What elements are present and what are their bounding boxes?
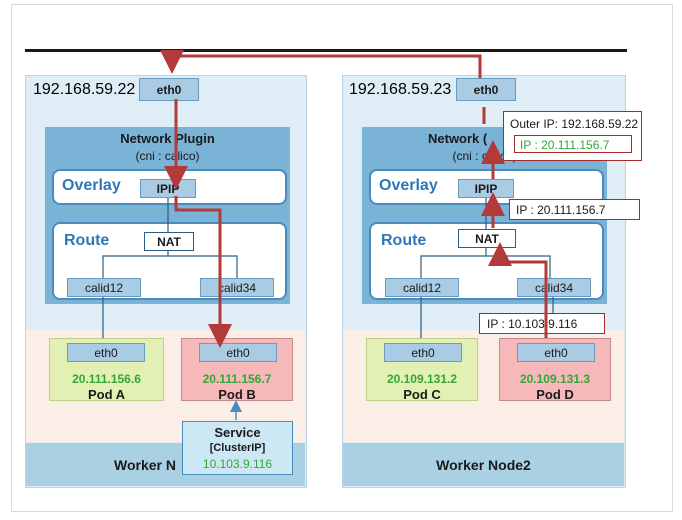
node-1-nat-calid34-link: [168, 255, 238, 279]
node-2-route-label: Route: [381, 232, 427, 249]
pod-d: eth0 20.109.131.3 Pod D: [499, 338, 611, 402]
node-1-eth0: eth0: [139, 78, 199, 101]
node-1-nat: NAT: [144, 232, 194, 251]
node-2-eth0: eth0: [456, 78, 516, 101]
pod-b-eth0: eth0: [199, 343, 277, 362]
physical-network-bus: [25, 49, 627, 52]
node-2-nat-calid12-link: [420, 246, 487, 279]
pod-a-eth0: eth0: [67, 343, 145, 362]
pod-c-name: Pod C: [403, 387, 441, 402]
node-1-overlay-label: Overlay: [62, 177, 121, 194]
node-2-ipip: IPIP: [458, 179, 514, 198]
node-1-ipip: IPIP: [140, 179, 196, 198]
pod-b: eth0 20.111.156.7 Pod B: [181, 338, 293, 402]
pod-d-ip: 20.109.131.3: [519, 372, 591, 386]
pod-b-name: Pod B: [218, 387, 256, 402]
pod-d-name: Pod D: [536, 387, 574, 402]
node-1-nat-calid12-link: [102, 249, 169, 279]
node-1-plugin-cni: (cni : calico): [135, 149, 200, 163]
callout-outer-ip: Outer IP: 192.168.59.22 IP : 20.111.156.…: [503, 111, 642, 161]
node-1-plugin-title: Network Plugin: [120, 131, 215, 146]
node-2-calid34: calid34: [517, 278, 591, 297]
node-2-nat: NAT: [458, 229, 516, 248]
pod-a-ip: 20.111.156.6: [72, 372, 141, 386]
service-title: Service: [214, 425, 261, 440]
node-1-calid34: calid34: [200, 278, 274, 297]
pod-b-ip: 20.111.156.7: [202, 372, 272, 386]
pod-c-ip: 20.109.131.2: [386, 372, 458, 386]
service-ip: 10.103.9.116: [202, 457, 273, 471]
service-clusterip: Service [ClusterIP] 10.103.9.116: [182, 421, 293, 475]
node-2-overlay-label: Overlay: [379, 177, 438, 194]
node-1-route-label: Route: [64, 232, 110, 249]
pod-d-eth0: eth0: [517, 343, 595, 362]
node-2-nat-calid34-link: [486, 255, 551, 279]
node-2-calid12: calid12: [385, 278, 459, 297]
pod-a-name: Pod A: [87, 387, 126, 402]
callout-outer-ip-text: Outer IP: 192.168.59.22: [510, 117, 639, 131]
node-2-plugin-title: Network (: [428, 131, 488, 146]
pod-c: eth0 20.109.131.2 Pod C: [366, 338, 478, 402]
pod-a: eth0 20.111.156.6 Pod A: [49, 338, 164, 402]
node-2-footer: Worker Node2: [343, 443, 624, 486]
service-type: [ClusterIP]: [209, 442, 266, 454]
node-1-ip: 192.168.59.22: [33, 81, 136, 98]
pod-c-eth0: eth0: [384, 343, 462, 362]
node-2-ip: 192.168.59.23: [349, 81, 452, 98]
callout-pod-ip: IP : 10.103.9.116: [479, 313, 605, 334]
callout-inner-ip: IP : 20.111.156.7: [514, 135, 632, 153]
node-1-calid12: calid12: [67, 278, 141, 297]
callout-overlay-ip: IP : 20.111.156.7: [509, 199, 640, 220]
